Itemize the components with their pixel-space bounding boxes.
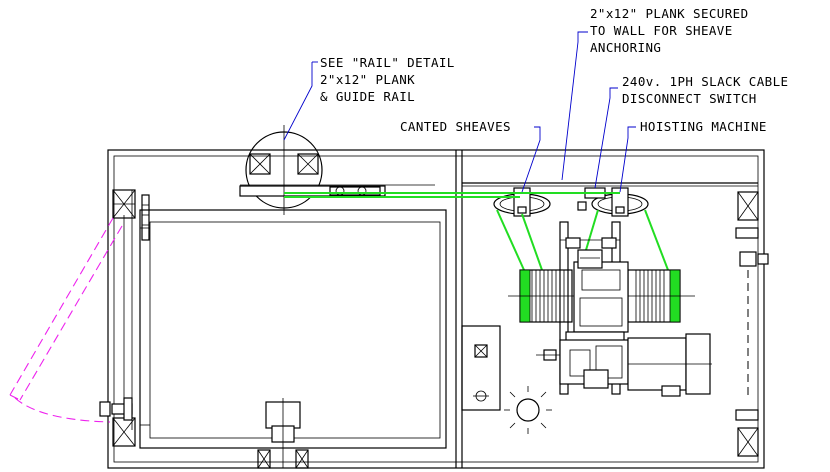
left-door-jamb-top — [112, 189, 150, 241]
label-canted-sheaves: CANTED SHEAVES — [400, 119, 511, 134]
hoisting-machine — [508, 221, 712, 397]
label-plank-secured-line3: ANCHORING — [590, 40, 661, 55]
bottom-guide-rail — [257, 398, 309, 469]
door-swing-path — [9, 217, 123, 423]
right-door-jamb — [735, 191, 769, 457]
sun-light-icon — [504, 386, 552, 434]
x-box-icon — [474, 344, 488, 358]
labels: 2"x12" PLANK SECURED TO WALL FOR SHEAVE … — [320, 6, 788, 134]
hoist-cables — [284, 192, 669, 271]
label-plank-secured-line1: 2"x12" PLANK SECURED — [590, 6, 749, 21]
label-rail-detail-line3: & GUIDE RAIL — [320, 89, 415, 104]
label-rail-detail-line2: 2"x12" PLANK — [320, 72, 415, 87]
sheave-anchor-plank — [462, 182, 758, 187]
label-rail-detail-line1: SEE "RAIL" DETAIL — [320, 55, 455, 70]
electrical-panel — [461, 325, 501, 411]
outlet-icon — [473, 390, 489, 402]
canted-sheave-left — [493, 187, 551, 217]
leader-lines — [283, 31, 636, 193]
label-hoisting-machine: HOISTING MACHINE — [640, 119, 767, 134]
shaft-walls — [107, 149, 765, 469]
elevator-car — [139, 209, 447, 449]
label-switch-line2: DISCONNECT SWITCH — [622, 91, 757, 106]
guide-rail-detail — [239, 125, 435, 215]
label-plank-secured-line2: TO WALL FOR SHEAVE — [590, 23, 733, 38]
left-door-jamb-bottom — [99, 397, 136, 447]
label-switch-line1: 240v. 1PH SLACK CABLE — [622, 74, 788, 89]
